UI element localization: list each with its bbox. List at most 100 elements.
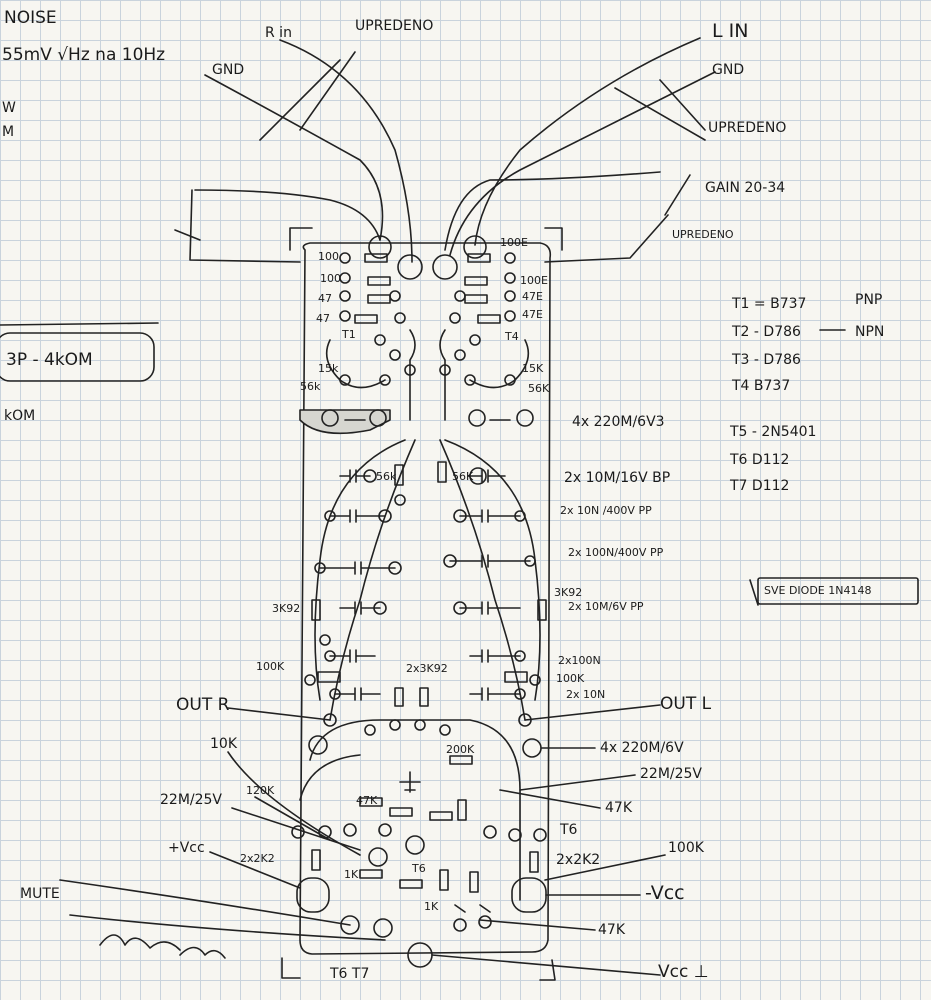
vcc-pos-pad [296, 877, 330, 913]
vcc-gnd-label: Vcc ⊥ [658, 962, 709, 982]
leader-vcc-gnd [431, 954, 661, 976]
r56k-right: 56K [528, 382, 550, 395]
trace-left-a [314, 439, 406, 701]
vcc-neg-pad [511, 877, 547, 913]
input-pad-l2 [397, 254, 423, 280]
leader-out-l [524, 704, 661, 721]
corner-mark-tr [544, 227, 563, 251]
diode-note-box [757, 577, 919, 605]
wire-upredeno-r2 [659, 79, 706, 131]
leader-47k-b [479, 919, 596, 931]
input-pad-l1 [368, 235, 392, 259]
t1-spec: T1 = B737 [732, 296, 807, 312]
vcc-neg-label: -Vcc [645, 882, 685, 904]
out-l-cap [522, 738, 542, 758]
r100-left: 100 [318, 250, 339, 263]
right-channel-input-stage [439, 252, 534, 427]
r15k-left: 15k [318, 362, 339, 375]
r120k-label: 120K [246, 784, 275, 797]
cap-4x220m-6v3: 4x 220M/6V3 [572, 414, 665, 430]
r200k: 200K [446, 743, 475, 756]
mute-scribble [99, 934, 181, 951]
cap-2x10n: 2x 10N [566, 688, 606, 701]
r15k-right: 15K [522, 362, 544, 375]
r47-right-2: 47E [522, 308, 543, 321]
wire-l-in [474, 37, 701, 246]
cap-2x10m-6v: 2x 10M/6V PP [568, 600, 644, 613]
r3k92-left: 3K92 [272, 602, 301, 615]
upredeno-top-label: UPREDENO [355, 18, 434, 34]
r100k-right: 100K [556, 672, 585, 685]
cap-2x10n-400v: 2x 10N /400V PP [560, 504, 652, 517]
board-outline [299, 242, 552, 955]
leader-mute-b [69, 914, 386, 941]
wire-pot-right-drop [544, 214, 669, 263]
right-capacitor-bank [437, 461, 547, 701]
r47k-bottom: 47K [598, 922, 625, 938]
t6-right: T6 [560, 822, 578, 838]
vcc-gnd-pad [407, 942, 433, 968]
mute-scribble-b [179, 946, 226, 959]
r56k-mid-left: 56k [376, 470, 397, 483]
wire-gnd-left [204, 74, 384, 241]
out-r-label: OUT R [176, 695, 230, 715]
leader-22m-r [519, 774, 636, 791]
corner-mark-bl [281, 957, 301, 979]
trace-right-b [439, 439, 526, 721]
r47-left-2: 47 [316, 312, 330, 325]
t1-board: T1 [342, 328, 356, 341]
top-left-m: M [2, 124, 15, 140]
leader-47k-r [499, 789, 601, 809]
t4-board: T4 [505, 330, 519, 343]
r56k-mid-right: 56K [452, 470, 474, 483]
cap-4x220m-6v: 4x 220M/6V [600, 740, 684, 756]
r1k-a: 1K [344, 868, 359, 881]
out-r-cap [308, 735, 328, 755]
r2x2k2-right: 2x2K2 [556, 852, 601, 868]
r2x3k92: 2x3K92 [406, 662, 448, 675]
t4-spec: T4 B737 [732, 378, 791, 394]
wire-pot-left-drop [189, 189, 301, 263]
divider-line [0, 322, 159, 326]
r47k-board: 47K [356, 794, 378, 807]
wire-gnd-right [449, 71, 716, 256]
lower-ground-trace-b [299, 754, 361, 801]
wire-upredeno-l2 [299, 51, 356, 131]
leader-120k [254, 796, 331, 841]
left-ground-plane [299, 409, 391, 435]
leader-mute [59, 879, 351, 926]
gnd-right-label: GND [712, 62, 745, 78]
diodes-note: SVE DIODE 1N4148 [764, 584, 872, 597]
corner-mark-br [539, 959, 556, 981]
t3-spec: T3 - D786 [732, 352, 801, 368]
r100k-left: 100K [256, 660, 285, 673]
t7-spec: T7 D112 [730, 478, 790, 494]
bp-note-box [0, 332, 155, 382]
noise-spec: 55mV √Hz na 10Hz [2, 45, 166, 65]
r100-left-2: 100 [320, 272, 341, 285]
r100e-right: 100E [500, 236, 528, 249]
vcc-pos-label: +Vcc [168, 840, 205, 856]
noise-label: NOISE [4, 8, 57, 28]
cap-2x100n-400v: 2x 100N/400V PP [568, 546, 664, 559]
cap-22m-25v-right: 22M/25V [640, 766, 703, 782]
cap-2x10m-16v-bp: 2x 10M/16V BP [564, 470, 671, 486]
wire-upredeno-r1 [614, 87, 706, 141]
wire-pot-left-tick [174, 229, 201, 241]
r1k-b: 1K [424, 900, 439, 913]
gain-pot-wiper [664, 174, 691, 216]
r47-left: 47 [318, 292, 332, 305]
r47k-right: 47K [605, 800, 632, 816]
output-stage-components [291, 687, 547, 938]
upredeno-pot-label: UPREDENO [672, 228, 734, 241]
wire-upredeno-l1 [259, 59, 341, 141]
leader-vcc-pos [209, 851, 301, 889]
r10k-label: 10K [210, 736, 237, 752]
kom-note: kOM [4, 408, 36, 424]
t6-t7-label: T6 T7 [330, 966, 370, 982]
r2x2k2-left: 2x2K2 [240, 852, 275, 865]
t1-type: PNP [855, 292, 883, 308]
diode-note-bracket [749, 579, 759, 606]
cap-22m-25v-left: 22M/25V [160, 792, 223, 808]
wire-r-in [279, 39, 413, 263]
